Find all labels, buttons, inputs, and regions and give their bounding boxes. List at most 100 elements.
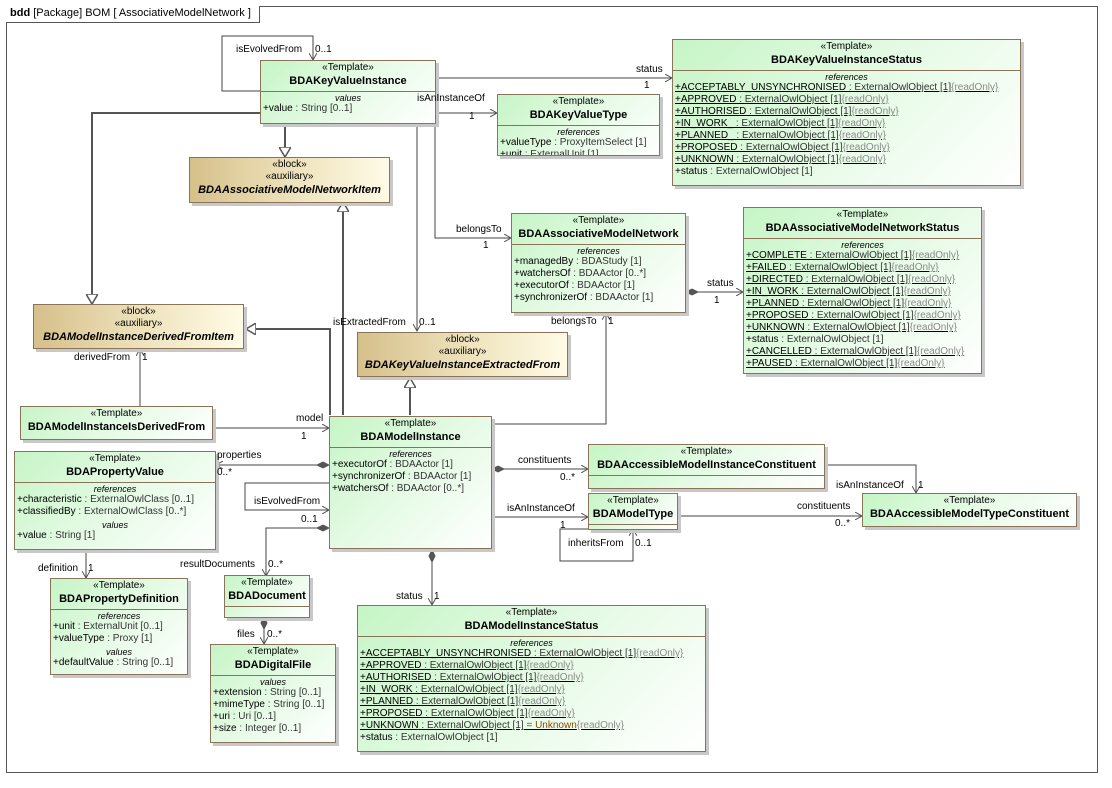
class-bda-model-instance-is-derived-from[interactable]: «Template»BDAModelInstanceIsDerivedFrom	[20, 406, 213, 440]
attribute-row[interactable]: +APPROVED : ExternalOwlObject [1]{readOn…	[360, 660, 703, 672]
attribute-row[interactable]: +valueType : Proxy [1]	[53, 633, 185, 645]
block-bda-model-instance-derived-from-item[interactable]: «block»«auxiliary»BDAModelInstanceDerive…	[33, 304, 244, 349]
block-bda-associative-model-network-item[interactable]: «block»«auxiliary»BDAAssociativeModelNet…	[189, 157, 390, 203]
class-bda-accessible-model-type-constituent[interactable]: «Template»BDAAccessibleModelTypeConstitu…	[862, 493, 1077, 527]
attribute-row[interactable]: +extension : String [0..1]	[213, 687, 333, 699]
attribute-row[interactable]: +UNKNOWN : ExternalOwlObject [1]{readOnl…	[746, 322, 979, 334]
attribute-row[interactable]: +mimeType : String [0..1]	[213, 699, 333, 711]
attribute-row[interactable]: +status : ExternalOwlObject [1]	[360, 732, 703, 744]
attribute-row[interactable]: +managedBy : BDAStudy [1]	[514, 256, 683, 268]
attribute-row[interactable]: +PROPOSED : ExternalOwlObject [1]{readOn…	[746, 310, 979, 322]
class-name: BDAAssociativeModelNetworkStatus	[765, 222, 960, 234]
attribute-row[interactable]: +size : Integer [0..1]	[213, 723, 333, 735]
diagram-frame	[6, 6, 1098, 773]
attribute-type: : BDAActor [1]	[386, 459, 453, 470]
multiplicity-label: 0..*	[267, 629, 283, 640]
attribute-row[interactable]: +COMPLETE : ExternalOwlObject [1]{readOn…	[746, 250, 979, 262]
readonly-modifier: {readOnly}	[636, 648, 684, 659]
attribute-row[interactable]: +synchronizerOf : BDAActor [1]	[332, 471, 489, 483]
attribute-row[interactable]: +UNKNOWN : ExternalOwlObject [1] = Unkno…	[360, 720, 703, 732]
attribute-row[interactable]: +uri : Uri [0..1]	[213, 711, 333, 723]
class-bda-associative-model-network-status[interactable]: «Template»BDAAssociativeModelNetworkStat…	[743, 207, 982, 374]
attribute-row[interactable]: +ACCEPTABLY_UNSYNCHRONISED : ExternalOwl…	[675, 82, 1018, 94]
readonly-modifier: {readOnly}	[838, 118, 886, 129]
attribute-row[interactable]: +PAUSED : ExternalOwlObject [1]{readOnly…	[746, 358, 979, 370]
attribute-row[interactable]: +ACCEPTABLY_UNSYNCHRONISED : ExternalOwl…	[360, 648, 703, 660]
attribute-row[interactable]: +APPROVED : ExternalOwlObject [1]{readOn…	[675, 94, 1018, 106]
compartment-title: references	[97, 611, 141, 621]
attribute-name: +PROPOSED	[675, 142, 738, 153]
attribute-row[interactable]: +defaultValue : String [0..1]	[53, 657, 185, 669]
role-label: files	[237, 629, 255, 640]
attribute-row[interactable]: +IN_WORK : ExternalOwlObject [1]{readOnl…	[746, 286, 979, 298]
attribute-compartment: values+extension : String [0..1]+mimeTyp…	[211, 675, 335, 737]
attribute-compartment: references+valueType : ProxyItemSelect […	[498, 125, 659, 156]
attribute-row[interactable]: +IN_WORK : ExternalOwlObject [1]{readOnl…	[360, 684, 703, 696]
attribute-row[interactable]: +watchersOf : BDAActor [0..*]	[332, 483, 489, 495]
role-label: isEvolvedFrom	[236, 44, 303, 55]
class-bda-model-type[interactable]: «Template»BDAModelType	[588, 493, 678, 530]
attribute-type: : Proxy [1]	[104, 633, 153, 644]
attribute-row[interactable]: +UNKNOWN : ExternalOwlObject [1]{readOnl…	[675, 154, 1018, 166]
attribute-row[interactable]: +status : ExternalOwlObject [1]	[675, 166, 1018, 178]
link-mi-evolved	[244, 482, 329, 510]
attribute-type: : BDAStudy [1]	[573, 256, 642, 267]
attribute-row[interactable]: +DIRECTED : ExternalOwlObject [1]{readOn…	[746, 274, 979, 286]
attribute-row[interactable]: +PLANNED : ExternalOwlObject [1]{readOnl…	[746, 298, 979, 310]
attribute-row[interactable]: +PROPOSED : ExternalOwlObject [1]{readOn…	[675, 142, 1018, 154]
attribute-type: : ExternalUnit [1]	[521, 149, 599, 156]
role-label: status	[636, 64, 663, 75]
attribute-compartment: values+value : String [1]	[15, 520, 215, 544]
attribute-row[interactable]: +classifiedBy : ExternalOwlClass [0..*]	[17, 506, 213, 518]
attribute-row[interactable]: +unit : ExternalUnit [0..1]	[53, 621, 185, 633]
readonly-modifier: {readOnly}	[908, 274, 956, 285]
attribute-row[interactable]: +valueType : ProxyItemSelect [1]	[500, 137, 657, 149]
attribute-default: = Unknown	[523, 720, 577, 731]
role-label: properties	[217, 450, 262, 461]
class-header: «Template»BDAKeyValueInstance	[261, 61, 435, 91]
class-name: BDADocument	[228, 590, 306, 602]
attribute-row[interactable]: +unit : ExternalUnit [1]	[500, 149, 657, 156]
attribute-row[interactable]: +value : String [1]	[17, 530, 213, 542]
readonly-modifier: {readOnly}	[517, 684, 565, 695]
attribute-name: +uri	[213, 711, 230, 722]
multiplicity-label: 1	[644, 80, 650, 91]
readonly-modifier: {readOnly}	[897, 358, 945, 369]
attribute-row[interactable]: +IN_WORK_ : ExternalOwlObject [1]{readOn…	[675, 118, 1018, 130]
attribute-row[interactable]: +PROPOSED : ExternalOwlObject [1]{readOn…	[360, 708, 703, 720]
attribute-row[interactable]: +AUTHORISED : ExternalOwlObject [1]{read…	[675, 106, 1018, 118]
attribute-row[interactable]: +status : ExternalOwlObject [1]	[746, 334, 979, 346]
attribute-row[interactable]: +executorOf : BDAActor [1]	[514, 280, 683, 292]
attribute-row[interactable]: +AUTHORISED : ExternalOwlObject [1]{read…	[360, 672, 703, 684]
attribute-row[interactable]: +FAILED : ExternalOwlObject [1]{readOnly…	[746, 262, 979, 274]
block-bda-key-value-instance-extracted-from[interactable]: «block»«auxiliary»BDAKeyValueInstanceExt…	[357, 332, 568, 377]
attribute-type: : ExternalOwlObject [1]	[808, 310, 914, 321]
attribute-row[interactable]: +PLANNED_ : ExternalOwlObject [1]{readOn…	[675, 130, 1018, 142]
attribute-row[interactable]: +executorOf : BDAActor [1]	[332, 459, 489, 471]
stereotype-label: «auxiliary»	[114, 318, 163, 329]
class-header: «Template»BDADocument	[225, 576, 309, 606]
attribute-name: +PLANNED	[746, 298, 800, 309]
attribute-row[interactable]: +watchersOf : BDAActor [0..*]	[514, 268, 683, 280]
role-label: constituents	[518, 455, 572, 466]
class-bda-document[interactable]: «Template»BDADocument	[224, 575, 310, 618]
attribute-type: : ExternalOwlObject [1]	[421, 660, 527, 671]
attribute-row[interactable]: +synchronizerOf : BDAActor [1]	[514, 292, 683, 304]
multiplicity-label: 1	[918, 480, 924, 491]
attribute-row[interactable]: +CANCELLED : ExternalOwlObject [1]{readO…	[746, 346, 979, 358]
attribute-row[interactable]: +value : String [0..1]	[263, 103, 433, 115]
attribute-compartment: references+ACCEPTABLY_UNSYNCHRONISED : E…	[673, 70, 1020, 180]
attribute-row[interactable]: +PLANNED : ExternalOwlObject [1]{readOnl…	[360, 696, 703, 708]
attribute-row[interactable]: +characteristic : ExternalOwlClass [0..1…	[17, 494, 213, 506]
role-label: constituents	[797, 501, 851, 512]
class-bda-accessible-model-instance-constituent[interactable]: «Template»BDAAccessibleModelInstanceCons…	[588, 444, 825, 489]
